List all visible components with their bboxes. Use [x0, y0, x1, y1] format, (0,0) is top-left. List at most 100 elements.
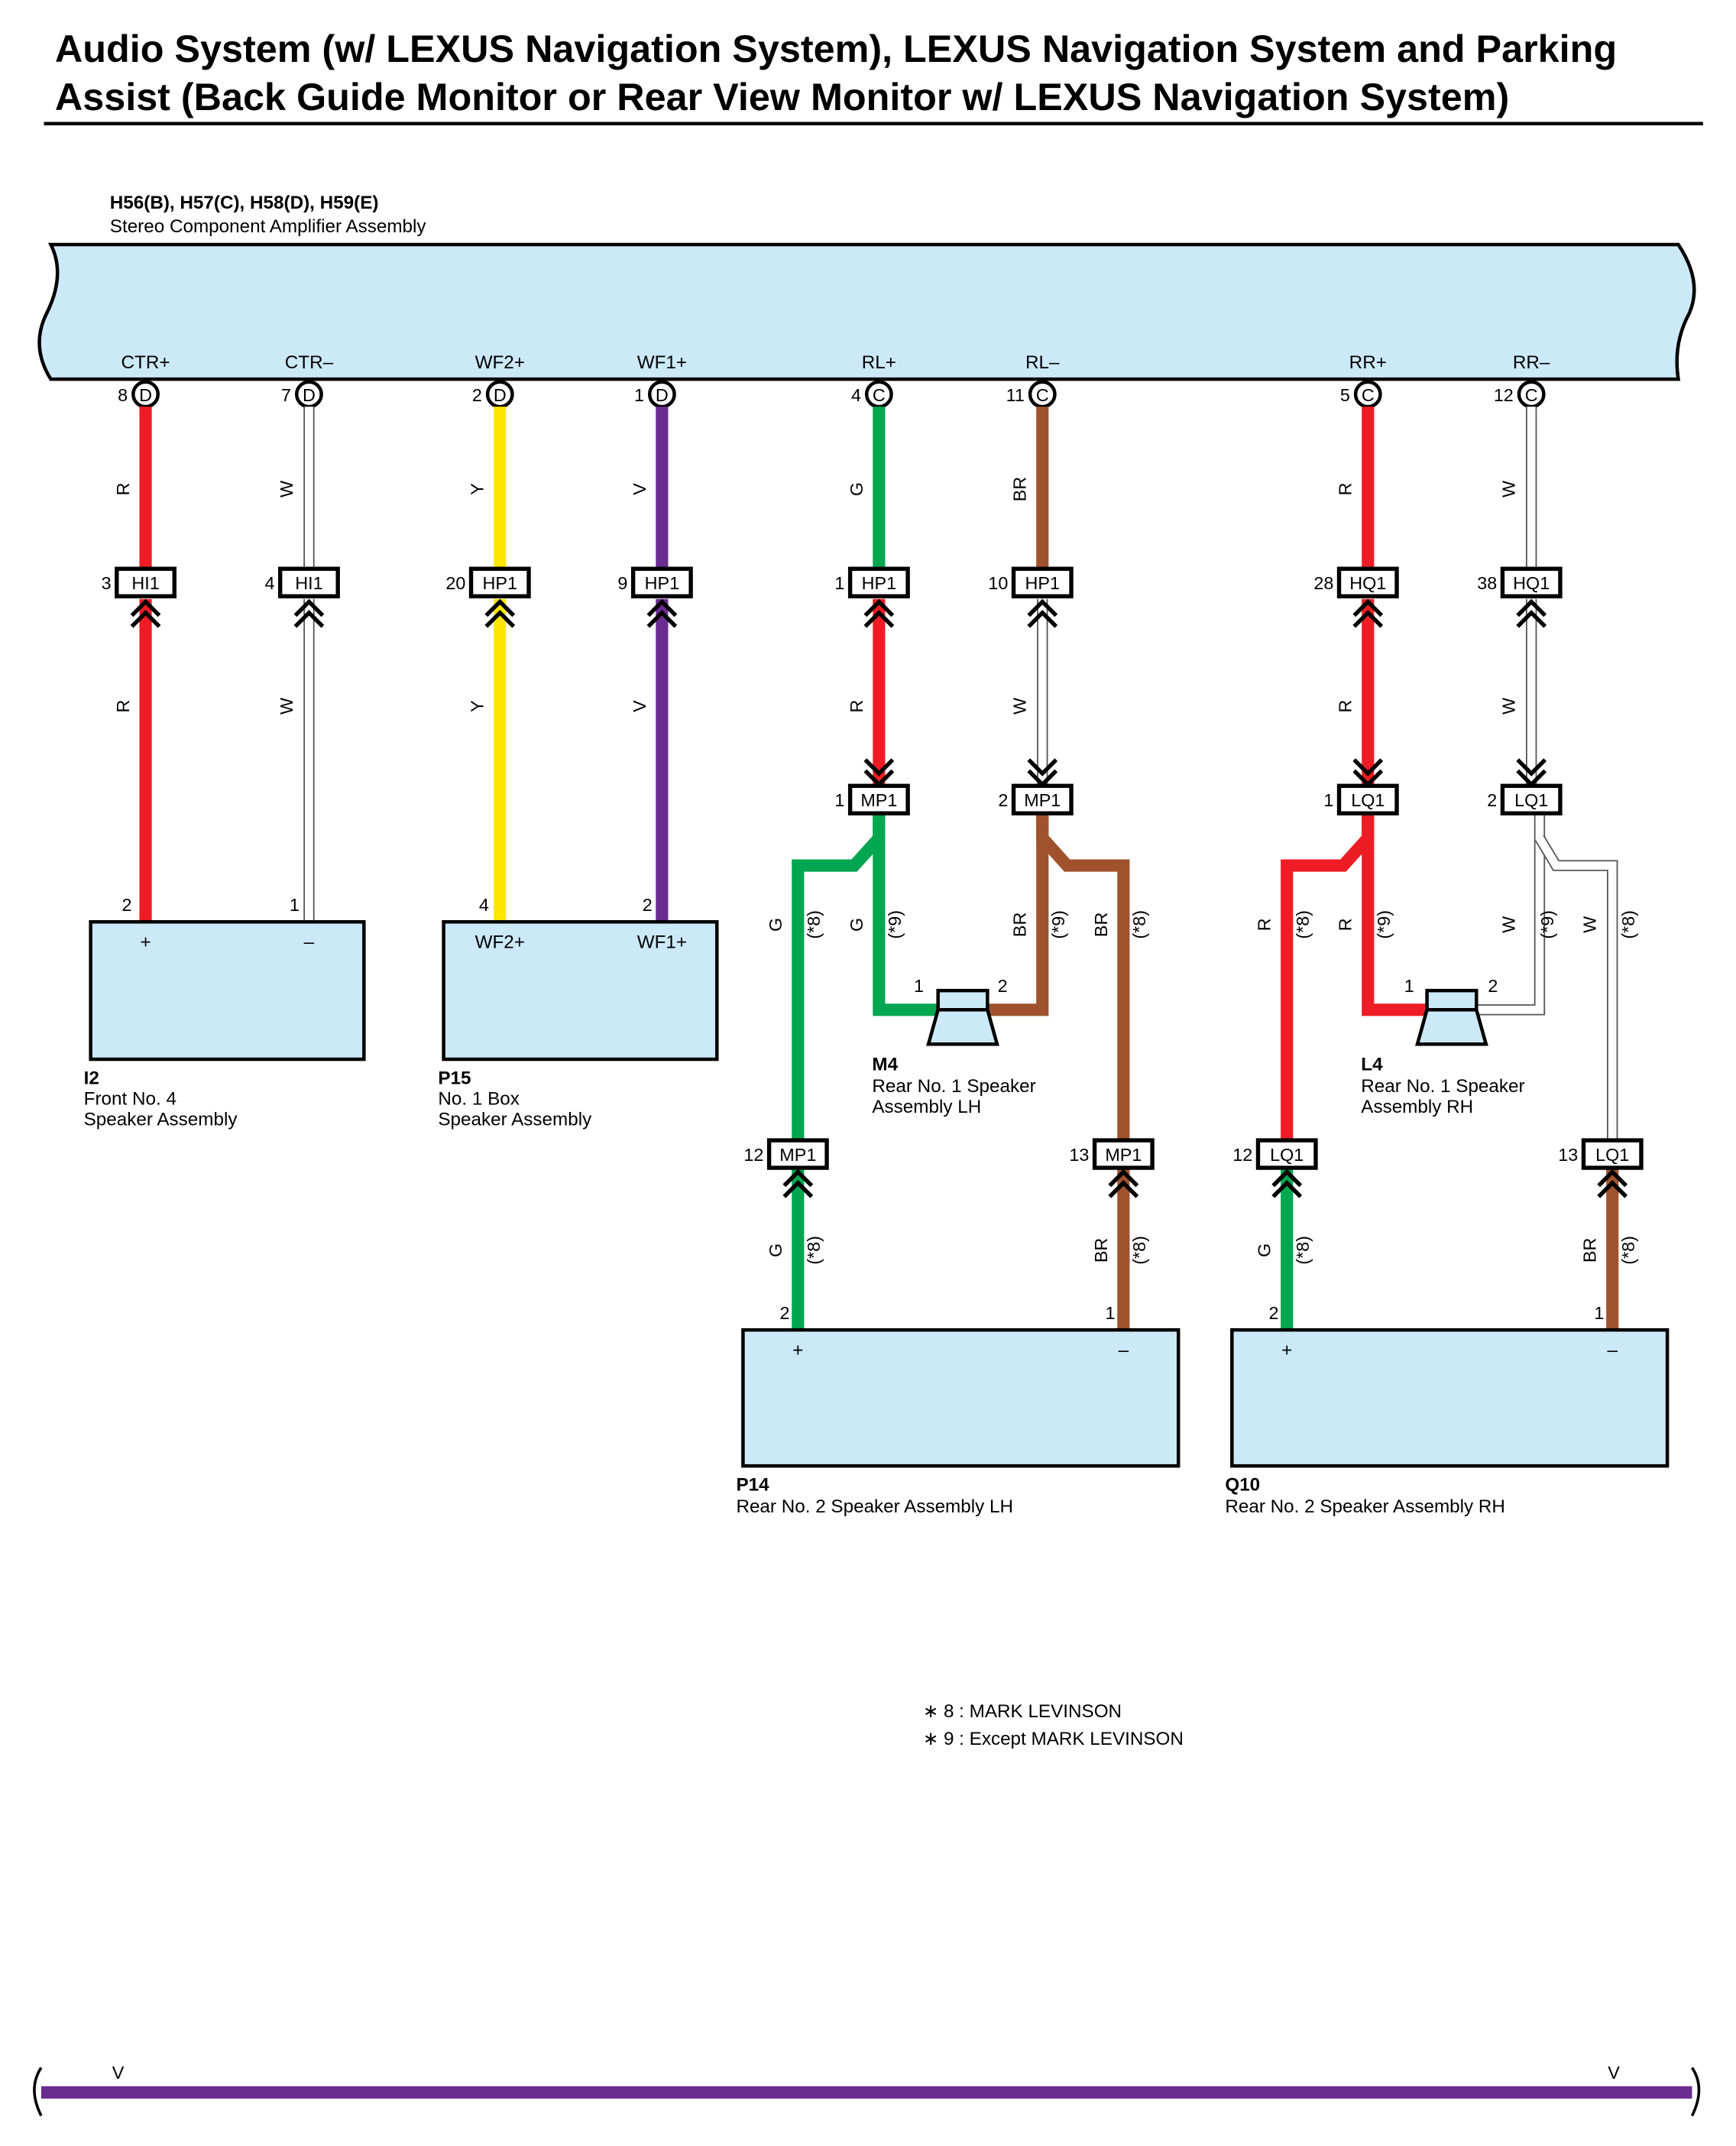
branch-left_br9-note: (*9): [1048, 910, 1068, 939]
p15-pin-a: 4: [479, 895, 489, 915]
m4-speaker-icon: [926, 988, 999, 1046]
branch-left_g8-color: G: [766, 918, 785, 932]
junction-1-box: [277, 566, 340, 598]
q10-term-plus: +: [1281, 1340, 1292, 1360]
mid-connector-2-pin: 1: [1323, 790, 1333, 810]
note-mark-levinson: ∗ 8 : MARK LEVINSON: [923, 1701, 1122, 1722]
junction-6-box: [1336, 566, 1399, 598]
wire-upper-color-3: V: [630, 483, 649, 495]
junction-4-label: HP1: [862, 573, 896, 593]
mid-connector-4-pin: 12: [743, 1145, 763, 1165]
mid-connector-0-chevron-icon: [863, 758, 895, 788]
term-4-label: RL+: [862, 352, 896, 373]
mid-connector-0-label: MP1: [860, 790, 897, 810]
p14-component: [741, 1327, 1181, 1468]
l4-speaker-icon: [1415, 988, 1488, 1046]
junction-6-chevron-icon: [1352, 598, 1384, 628]
branch-left_g9-color: G: [847, 918, 866, 932]
mid-connector-1-pin: 2: [998, 790, 1008, 810]
p14-term-minus: –: [1119, 1340, 1129, 1360]
p15-term-wf2: WF2+: [475, 932, 525, 952]
term-1-label: CTR–: [285, 352, 334, 373]
q10-code: Q10: [1225, 1474, 1260, 1495]
branch-low_g_left-note: (*8): [804, 1236, 824, 1265]
wire-lower-color-5: W: [1010, 698, 1030, 715]
junction-5-label: HP1: [1025, 573, 1060, 593]
mid-connector-5-label: MP1: [1105, 1145, 1142, 1165]
term-7-label: RR–: [1513, 352, 1550, 373]
branch-low_br_left-note: (*8): [1129, 1236, 1149, 1265]
amplifier-name: Stereo Component Amplifier Assembly: [110, 216, 427, 237]
wire-lower-color-0: R: [113, 700, 133, 713]
p15-name-line1: No. 1 Box: [438, 1088, 519, 1109]
m4-pin-a: 1: [914, 976, 924, 996]
junction-7-chevron-icon: [1516, 598, 1547, 628]
wire-upper-color-6: R: [1336, 483, 1355, 496]
wire-lower-color-7: W: [1499, 698, 1519, 715]
i2-pin-b: 1: [290, 895, 300, 915]
junction-7-pin: 38: [1477, 573, 1497, 593]
mid-connector-3-pin: 2: [1487, 790, 1497, 810]
mid-connector-4-box: [766, 1138, 829, 1170]
wire-upper-color-1: W: [277, 481, 296, 498]
l4-pin-a: 1: [1404, 976, 1414, 996]
term-0-pin: 8: [118, 385, 128, 405]
mid-connector-6-pin: 12: [1232, 1145, 1252, 1165]
term-1-pin: 7: [281, 385, 291, 405]
junction-5-chevron-icon: [1027, 598, 1058, 628]
p15-code: P15: [438, 1068, 471, 1088]
term-3-label: WF1+: [637, 352, 687, 373]
mid-connector-5-box: [1092, 1138, 1155, 1170]
branch-left_br9-color: BR: [1010, 913, 1030, 937]
term-5-label: RL–: [1025, 352, 1060, 373]
term-2-connector-letter: D: [494, 385, 507, 405]
i2-code: I2: [84, 1068, 99, 1088]
q10-name: Rear No. 2 Speaker Assembly RH: [1225, 1496, 1505, 1517]
wire-upper-color-2: Y: [468, 483, 487, 495]
junction-6-label: HQ1: [1349, 573, 1386, 593]
wire-left-br8: [1036, 813, 1130, 1141]
wire-left-g8: [792, 813, 886, 1141]
branch-low_br_right-color: BR: [1580, 1238, 1600, 1263]
term-2-pin: 2: [472, 385, 482, 405]
note-except-mark-levinson: ∗ 9 : Except MARK LEVINSON: [923, 1729, 1184, 1749]
branch-right_r9-color: R: [1336, 918, 1355, 931]
term-7-connector-letter: C: [1525, 385, 1538, 405]
p15-pin-b: 2: [643, 895, 653, 915]
junction-2-box: [468, 566, 531, 598]
junction-5-box: [1011, 566, 1074, 598]
term-3-pin: 1: [634, 385, 644, 405]
i2-term-minus: –: [304, 932, 315, 952]
branch-right_r8-note: (*8): [1293, 910, 1313, 939]
q10-term-minus: –: [1607, 1340, 1618, 1360]
wire-right-w9-outline: [1476, 813, 1546, 1016]
term-1-connector-letter: D: [303, 385, 316, 405]
title-line-2: Assist (Back Guide Monitor or Rear View …: [55, 75, 1509, 118]
i2-component: [89, 920, 366, 1062]
branch-right_w9-note: (*9): [1537, 910, 1557, 939]
junction-1-label: HI1: [295, 573, 322, 593]
i2-name-line1: Front No. 4: [84, 1088, 177, 1109]
p15-component: [442, 920, 719, 1062]
junction-4-pin: 1: [834, 573, 844, 593]
junction-5-pin: 10: [988, 573, 1008, 593]
p14-pin-a: 2: [780, 1303, 790, 1323]
i2-term-plus: +: [140, 932, 151, 952]
mid-connector-7-chevron-icon: [1597, 1169, 1628, 1198]
i2-pin-a: 2: [122, 895, 132, 915]
p14-name: Rear No. 2 Speaker Assembly LH: [736, 1496, 1013, 1517]
mid-connector-5-chevron-icon: [1108, 1169, 1139, 1198]
junction-0-chevron-icon: [130, 598, 161, 628]
q10-pin-a: 2: [1268, 1303, 1278, 1323]
junction-0-box: [115, 566, 177, 598]
amplifier-body: [37, 242, 1696, 381]
term-6-label: RR+: [1349, 352, 1387, 373]
wire-right-w8-outline: [1534, 835, 1618, 1141]
branch-low_g_right-color: G: [1255, 1243, 1274, 1257]
junction-7-box: [1500, 566, 1563, 598]
mid-connector-0-pin: 1: [834, 790, 844, 810]
p14-pin-b: 1: [1106, 1303, 1116, 1323]
